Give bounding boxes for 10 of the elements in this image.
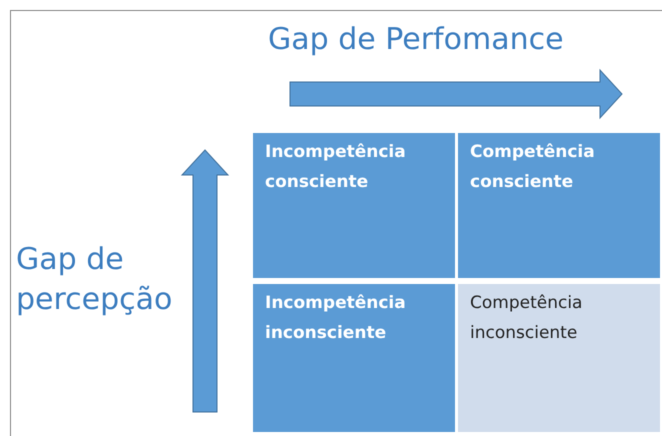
- cell-label: Competência inconsciente: [470, 292, 584, 345]
- matrix-cell: [253, 284, 455, 432]
- matrix-cell: [253, 133, 455, 278]
- cell-label: Incompetência consciente: [265, 141, 407, 194]
- cell-label: Incompetência inconsciente: [265, 292, 407, 345]
- axis-title: Gap de percepção: [16, 241, 174, 319]
- matrix-cell: [458, 284, 660, 432]
- cell-label: Competência consciente: [470, 141, 596, 194]
- axis-title: Gap de Perfomance: [268, 21, 565, 59]
- matrix-cell: [458, 133, 660, 278]
